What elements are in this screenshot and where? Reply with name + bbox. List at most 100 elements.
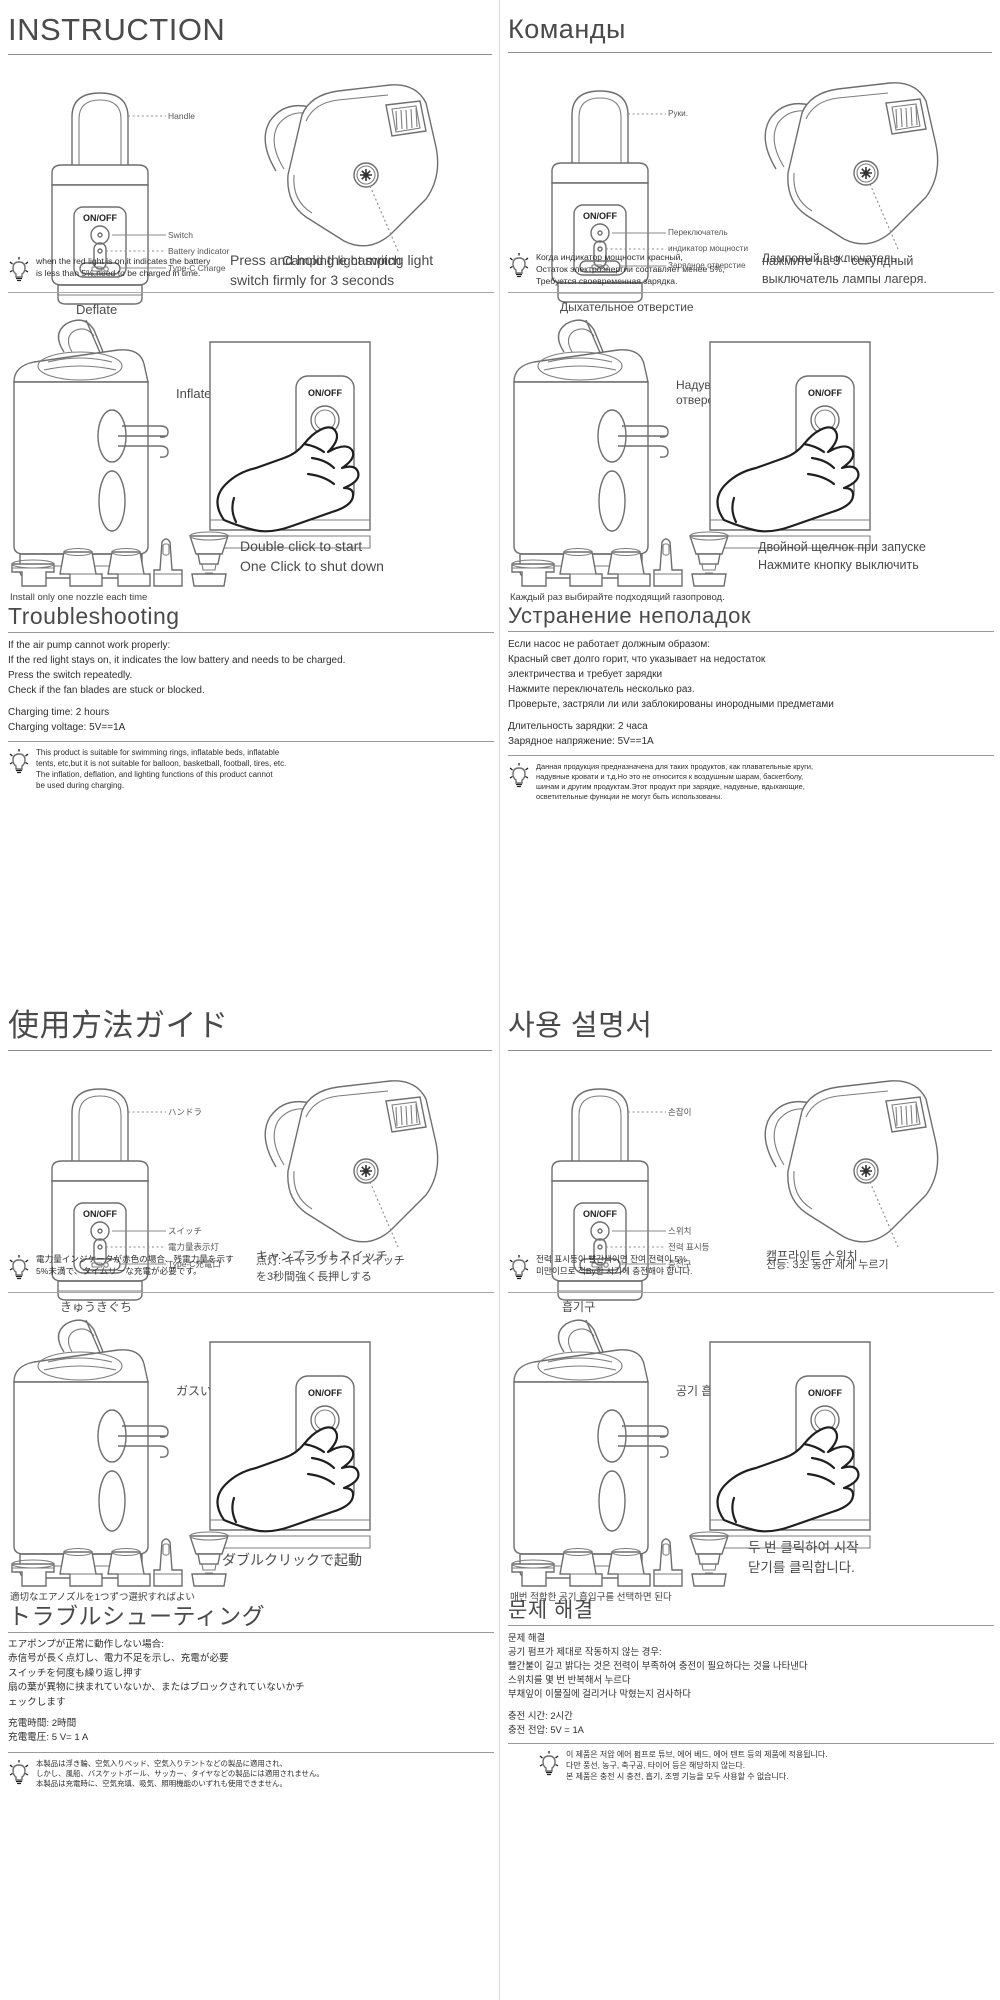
- label-switch: スイッチ: [168, 1226, 203, 1236]
- troubleshooting-body-japanese: エアポンプが正常に動作しない場合: 赤信号が長く点灯し、電力不足を示し、充電が必…: [8, 1639, 305, 1708]
- row-inflate-korean: 흡기구 공기 흡입구 ON/OFF: [500, 1296, 1000, 1586]
- svg-text:ON/OFF: ON/OFF: [83, 1209, 117, 1219]
- label-type-c-charge: Зарядное отверстие: [668, 261, 746, 270]
- troubleshooting-body-korean: 문제 해결 공기 펌프가 제대로 작동하지 않는 경우: 빨간불이 길고 밝다는…: [508, 1632, 808, 1700]
- row-overview-english: ON/OFF Handle Switch Battery indicator: [0, 55, 500, 305]
- svg-text:ON/OFF: ON/OFF: [808, 1388, 842, 1398]
- charging-info-korean: 충전 시간: 2시간 충전 전압: 5V = 1A: [508, 1709, 584, 1735]
- row-inflate-english: Deflate Inflate ON/OFF: [0, 296, 500, 586]
- troubleshooting-title-english: Troubleshooting: [8, 603, 180, 629]
- tip-usage-text-japanese: 本製品は浮き輪、空気入りベッド、空気入りテントなどの製品に適用され、 しかし、風…: [36, 1758, 324, 1788]
- row-inflate-japanese: きゅうきぐち ガスいりぐち ON/OFF: [0, 1296, 500, 1586]
- row-rule-1: [508, 292, 994, 293]
- caption-nozzle-japanese: 適切なエアノズルを1つずつ選択すればよい: [10, 1592, 195, 1603]
- nozzle-set-illustration: [511, 531, 729, 587]
- charging-info-japanese: 充電時間: 2時間 充電電圧: 5 V= 1 A: [8, 1717, 89, 1744]
- nozzle-set-illustration: [511, 1531, 729, 1587]
- row-nozzles-korean: 매번 적합한 공기 흡입구를 선택하면 된다 두 번 클릭하여 시작 닫기를 클…: [500, 1530, 1000, 1603]
- label-camping-light-switch: Camping light switch: [282, 253, 402, 268]
- caption-nozzle-korean: 매번 적합한 공기 흡입구를 선택하면 된다: [510, 1592, 672, 1603]
- section-russian: Команды ON/OFF: [500, 0, 1000, 801]
- bulb-icon: [9, 1255, 29, 1280]
- title-rule: [508, 1050, 992, 1051]
- device-front-illustration: ON/OFF: [551, 90, 666, 303]
- tip-usage-english: This product is suitable for swimming ri…: [8, 748, 494, 792]
- svg-text:ON/OFF: ON/OFF: [583, 1209, 617, 1219]
- row-rule-1: [508, 1292, 994, 1293]
- hand-press-illustration: ON/OFF: [709, 341, 871, 549]
- row-overview-japanese: ON/OFF ハンドラ スイッチ 電力量表示灯 Type-C充電口: [0, 1051, 500, 1301]
- label-deflate: Дыхательное отверстие: [560, 300, 694, 314]
- bulb-icon: [509, 763, 529, 788]
- troubleshooting-title-korean: 문제 해결: [508, 1599, 594, 1622]
- bulb-icon: [509, 1255, 529, 1280]
- tip-usage-russian: Данная продукция предназначена для таких…: [508, 762, 994, 802]
- tip-battery-russian: Когда индикатор мощности красный, Остато…: [508, 252, 768, 288]
- caption-press-hold-russian: нажмите на 3 - секундный выключатель лам…: [762, 254, 927, 287]
- troubleshooting-rule: [8, 1632, 494, 1633]
- label-handle: Handle: [168, 111, 195, 121]
- caption-click-korean: 두 번 클릭하여 시작 닫기를 클릭합니다.: [748, 1540, 859, 1575]
- label-switch: Switch: [168, 230, 194, 240]
- tip-battery-english: when the red light is on,it indicates th…: [8, 256, 233, 282]
- label-camping-light-switch: Ламповый выключатель: [762, 251, 897, 265]
- page-title-korean: 사용 설명서: [508, 1010, 653, 1042]
- label-handle: Руки.: [668, 109, 688, 118]
- row-inflate-russian: Дыхательное отверстие Надувное отверстие…: [500, 296, 1000, 586]
- bulb-icon: [9, 257, 29, 282]
- troubleshooting-russian: Устранение неполадок Если насос не работ…: [508, 603, 994, 801]
- troubleshooting-title-japanese: トラブルシューティング: [8, 1603, 266, 1629]
- label-deflate: Deflate: [76, 302, 118, 317]
- tip-usage-text-korean: 이 제품은 저압 에어 펌프로 튜브, 에어 베드, 에어 텐트 등의 제품에 …: [566, 1749, 828, 1781]
- label-battery-indicator: 電力量表示灯: [168, 1242, 220, 1252]
- label-type-c-charge: Type-C Charge: [168, 263, 226, 273]
- label-battery-indicator: индикатор мощности: [668, 244, 749, 253]
- label-battery-indicator: Battery indicator: [168, 246, 230, 256]
- row-nozzles-russian: Каждый раз выбирайте подходящий газопров…: [500, 530, 1000, 603]
- label-type-c-charge: Type-C充電口: [168, 1259, 221, 1269]
- caption-nozzle-russian: Каждый раз выбирайте подходящий газопров…: [510, 592, 725, 603]
- row-nozzles-japanese: 適切なエアノズルを1つずつ選択すればよい ダブルクリックで起動: [0, 1530, 500, 1603]
- svg-text:ON/OFF: ON/OFF: [808, 388, 842, 398]
- tip-battery-text: 전력 표시등이 빨간색이면 잔여 전력이 5% 미만이므로 적By한 시기에 충…: [536, 1254, 693, 1276]
- label-handle: ハンドラ: [168, 1107, 203, 1117]
- caption-press-hold-japanese: 点灯: キャンプライトスイッチ を3秒間強く長押しする: [256, 1255, 405, 1283]
- title-rule: [508, 52, 992, 53]
- device-iso-illustration: [764, 1080, 939, 1248]
- title-rule: [8, 54, 492, 55]
- label-type-c-charge: 충전구: [668, 1259, 692, 1269]
- tip-battery-text: 電力量インジケータが赤色の場合、残電力量を示す 5%未満で、タイムリーな充電が必…: [36, 1254, 234, 1276]
- device-front-illustration: ON/OFF: [51, 92, 166, 305]
- caption-click-russian: Двойной щелчок при запуске Нажмите кнопк…: [758, 540, 926, 573]
- troubleshooting-rule: [508, 1625, 994, 1626]
- nozzle-set-illustration: [11, 1531, 229, 1587]
- troubleshooting-english: Troubleshooting If the air pump cannot w…: [8, 603, 494, 790]
- svg-text:ON/OFF: ON/OFF: [83, 213, 117, 223]
- device-front-illustration: ON/OFF: [551, 1088, 666, 1301]
- label-battery-indicator: 전력 표시등: [668, 1242, 710, 1252]
- page-title-russian: Команды: [508, 14, 626, 44]
- svg-text:ON/OFF: ON/OFF: [308, 388, 342, 398]
- label-switch: Переключатель: [668, 228, 728, 237]
- caption-click-english: Double click to start One Click to shut …: [240, 538, 384, 575]
- deflate-inflate-illustration: [513, 319, 669, 579]
- tip-battery-text: when the red light is on,it indicates th…: [36, 256, 211, 278]
- bulb-icon: [9, 1759, 29, 1784]
- bulb-icon: [9, 749, 29, 774]
- charging-rule: [508, 1742, 994, 1744]
- device-iso-illustration: [764, 82, 939, 250]
- row-nozzles-english: Install only one nozzle each time Double…: [0, 530, 500, 603]
- tip-battery-korean: 전력 표시등이 빨간색이면 잔여 전력이 5% 미만이므로 적By한 시기에 충…: [508, 1254, 758, 1280]
- page-title-english: INSTRUCTION: [8, 12, 226, 47]
- vertical-divider: [499, 0, 500, 2000]
- svg-text:ON/OFF: ON/OFF: [308, 1388, 342, 1398]
- troubleshooting-japanese: トラブルシューティング エアポンプが正常に動作しない場合: 赤信号が長く点灯し、…: [8, 1603, 494, 1788]
- troubleshooting-rule: [508, 631, 994, 632]
- label-switch: 스위치: [668, 1226, 692, 1236]
- label-camping-light-switch: 캠프라이트 스위치: [766, 1249, 858, 1263]
- page-title-japanese: 使用方法ガイド: [8, 1008, 229, 1043]
- bulb-icon: [539, 1750, 559, 1775]
- troubleshooting-title-russian: Устранение неполадок: [508, 603, 752, 628]
- section-japanese: 使用方法ガイド ON/OFF: [0, 1000, 500, 1788]
- caption-nozzle-english: Install only one nozzle each time: [10, 592, 148, 603]
